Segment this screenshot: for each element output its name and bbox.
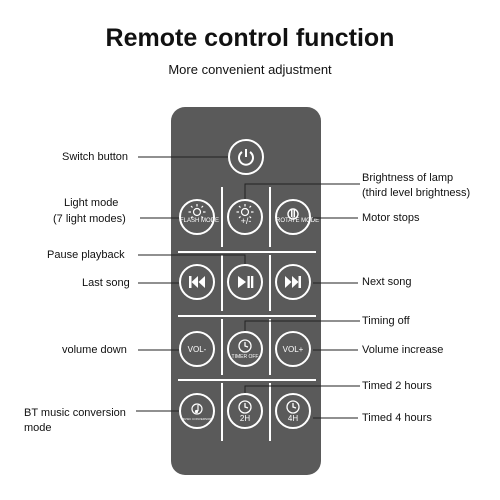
- next-track-button[interactable]: [275, 264, 311, 300]
- label-timing-off: Timing off: [362, 315, 410, 327]
- flash-mode-button[interactable]: [179, 199, 215, 235]
- power-icon: [238, 149, 254, 166]
- clock-icon: [286, 400, 300, 414]
- timer-2h-button[interactable]: 2H: [227, 393, 263, 429]
- label-volume-increase: Volume increase: [362, 344, 444, 356]
- label-brightness-sub: (third level brightness): [362, 187, 471, 199]
- volume-up-button[interactable]: VOL+: [275, 331, 311, 367]
- remote-divider: [221, 255, 223, 311]
- power-button[interactable]: [228, 139, 264, 175]
- remote-divider: [221, 187, 223, 247]
- label-switch-button: Switch button: [62, 151, 129, 163]
- rotate-mode-button[interactable]: [275, 199, 311, 235]
- label-last-song: Last song: [82, 277, 130, 289]
- brightness-button[interactable]: [227, 199, 263, 235]
- music-conversion-text: MUSIC CONVERSION: [181, 417, 213, 421]
- label-bt-music-sub: mode: [24, 422, 52, 434]
- clock-icon: [238, 400, 252, 414]
- page-subtitle: More convenient adjustment: [168, 62, 332, 77]
- label-brightness: Brightness of lamp: [362, 172, 454, 184]
- page-title: Remote control function: [105, 24, 395, 52]
- play-pause-button[interactable]: [227, 264, 263, 300]
- volume-up-text: VOL+: [282, 344, 304, 354]
- label-timed-2h: Timed 2 hours: [362, 380, 432, 392]
- label-pause-playback: Pause playback: [47, 249, 125, 261]
- play-pause-icon: [238, 276, 254, 288]
- next-track-icon: [285, 276, 301, 288]
- timer-4h-button[interactable]: 4H: [275, 393, 311, 429]
- volume-down-button[interactable]: VOL-: [179, 331, 215, 367]
- timer-off-button[interactable]: TIMER OFF: [227, 331, 263, 367]
- rotate-icon: [287, 208, 299, 220]
- label-volume-down: volume down: [62, 344, 127, 356]
- timer-off-text: TIMER OFF: [231, 354, 259, 360]
- remote-divider: [178, 315, 316, 317]
- sun-icon: [236, 204, 254, 219]
- remote-divider: [269, 187, 271, 247]
- remote-divider: [221, 319, 223, 375]
- flash-mode-text: FLASH MODE: [180, 218, 220, 224]
- volume-down-text: VOL-: [187, 344, 207, 354]
- remote-divider: [269, 319, 271, 375]
- previous-track-icon: [189, 276, 205, 288]
- remote-divider: [178, 379, 316, 381]
- timer-4h-text: 4H: [287, 414, 299, 423]
- rotate-mode-text: ROTATE MODE: [276, 218, 320, 224]
- label-light-mode-sub: (7 light modes): [53, 213, 126, 225]
- brightness-text: +/-: [240, 216, 252, 226]
- remote-divider: [221, 383, 223, 441]
- clock-icon: [238, 339, 252, 353]
- label-light-mode: Light mode: [64, 197, 119, 209]
- previous-track-button[interactable]: [179, 264, 215, 300]
- remote-divider: [269, 383, 271, 441]
- sun-icon: [188, 204, 206, 219]
- music-conversion-button[interactable]: MUSIC CONVERSION: [179, 393, 215, 429]
- label-motor-stops: Motor stops: [362, 212, 420, 224]
- label-bt-music: BT music conversion: [24, 407, 126, 419]
- remote-divider: [269, 255, 271, 311]
- remote-divider: [178, 251, 316, 253]
- music-note-icon: [191, 403, 203, 415]
- label-timed-4h: Timed 4 hours: [362, 412, 432, 424]
- label-next-song: Next song: [362, 276, 412, 288]
- timer-2h-text: 2H: [239, 414, 251, 423]
